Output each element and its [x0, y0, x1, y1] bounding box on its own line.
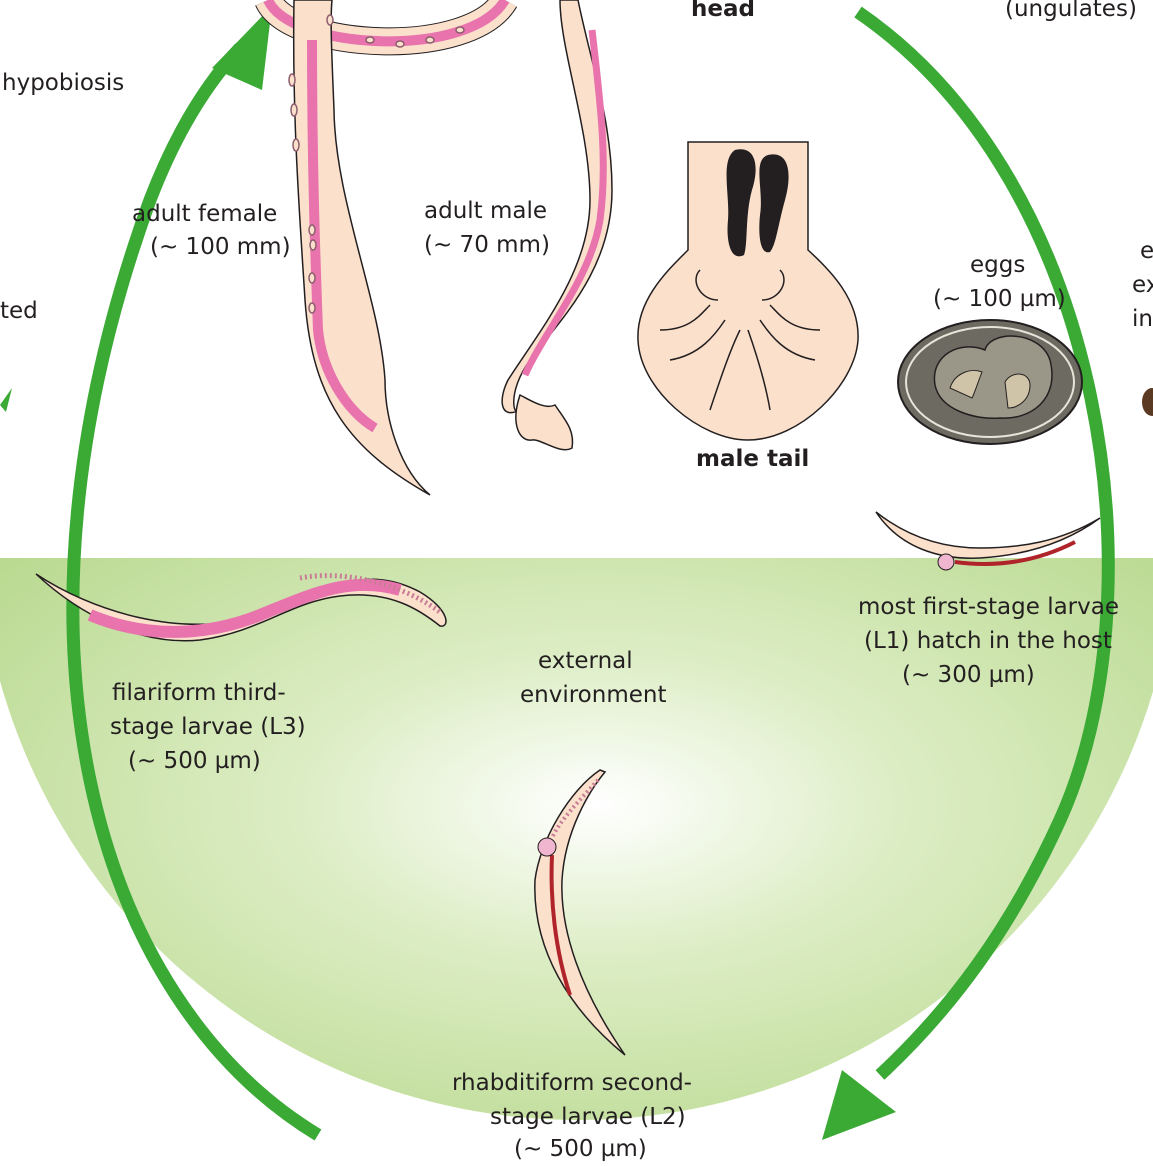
egg	[898, 320, 1082, 444]
right-fragment-3: in	[1132, 302, 1153, 336]
l1-label-line2: (L1) hatch in the host	[864, 624, 1112, 658]
external-label: external	[538, 644, 633, 678]
environment-label: environment	[520, 678, 666, 712]
adult-male-size: (~ 70 mm)	[424, 228, 550, 262]
arrow-fragment-left	[0, 388, 12, 412]
male-tail-label: male tail	[696, 442, 809, 476]
eggs-size: (~ 100 µm)	[933, 282, 1066, 316]
male-tail	[638, 142, 858, 440]
head-label: head	[691, 0, 755, 26]
eggs-label: eggs	[970, 248, 1025, 282]
hypobiosis-label: hypobiosis	[2, 66, 124, 100]
l3-label-line3: (~ 500 µm)	[128, 744, 261, 778]
dung-fragment-icon	[1142, 388, 1153, 416]
ungulates-label: (ungulates)	[1005, 0, 1137, 26]
l2-label-line2: stage larvae (L2)	[490, 1100, 686, 1134]
adult-male-label: adult male	[424, 194, 547, 228]
l3-label-line2: stage larvae (L3)	[110, 710, 306, 744]
l1-label-line3: (~ 300 µm)	[902, 658, 1035, 692]
arrowhead-down-icon	[822, 1070, 896, 1140]
adult-female-size: (~ 100 mm)	[150, 230, 291, 264]
l3-label-line1: filariform third-	[112, 676, 286, 710]
adult-female-label: adult female	[132, 197, 277, 231]
l2-label-line1: rhabditiform second-	[452, 1066, 692, 1100]
right-fragment-2: ex	[1132, 268, 1153, 302]
l2-label-line3: (~ 500 µm)	[514, 1132, 647, 1166]
l1-label-line1: most first-stage larvae	[858, 590, 1119, 624]
ted-fragment-label: ted	[0, 294, 38, 328]
right-fragment-1: e	[1140, 234, 1153, 268]
